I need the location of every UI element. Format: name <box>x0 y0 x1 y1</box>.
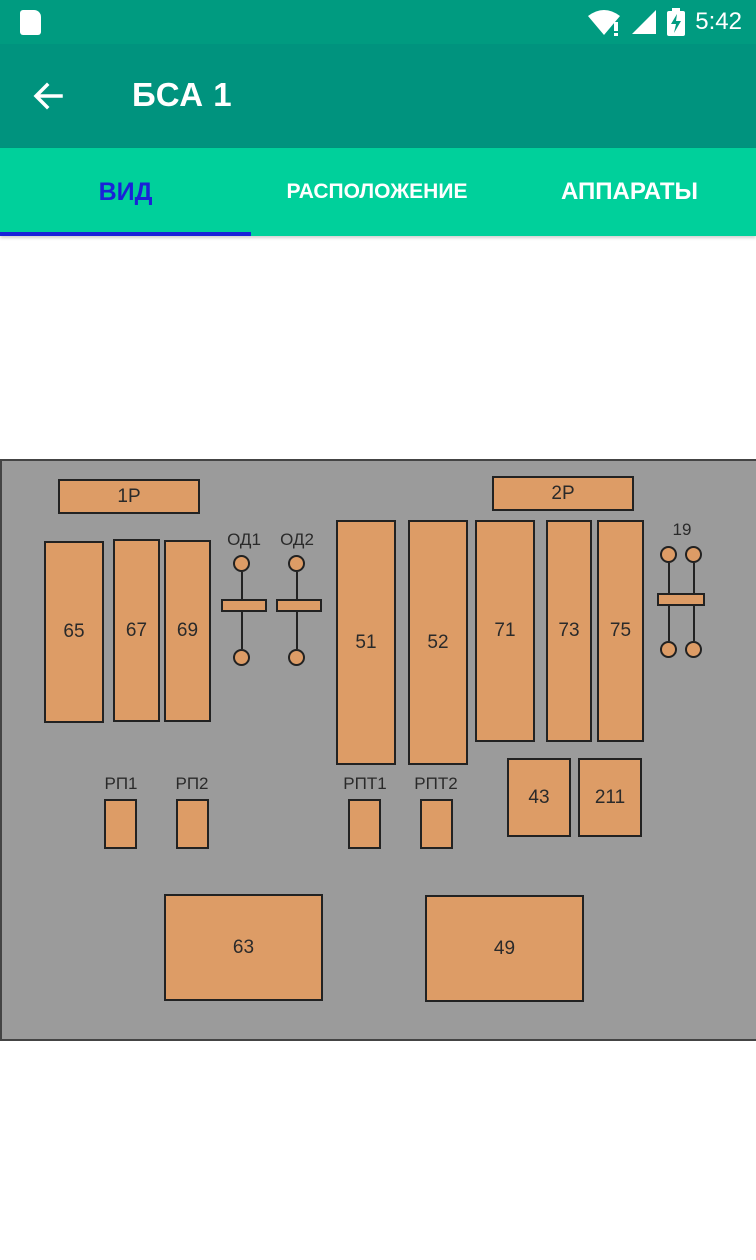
cell-signal-icon <box>632 10 657 34</box>
label-od1: ОД1 <box>227 530 261 549</box>
block-49[interactable]: 49 <box>425 895 584 1002</box>
block-69[interactable]: 69 <box>164 540 211 722</box>
od1-terminal-icon <box>233 649 250 666</box>
equipment-diagram: 1Р 2Р 65 67 69 ОД1 ОД2 51 52 71 73 75 19… <box>0 459 756 1041</box>
block-71[interactable]: 71 <box>475 520 535 742</box>
block-label: 75 <box>609 620 632 641</box>
tab-vid[interactable]: ВИД <box>0 148 251 236</box>
block-label: 211 <box>594 786 626 808</box>
status-bar: 5:42 <box>0 0 756 44</box>
tab-label: ВИД <box>98 177 153 206</box>
block-51[interactable]: 51 <box>336 520 396 765</box>
label-rp2: РП2 <box>175 774 209 793</box>
switch-19-terminal-icon <box>685 641 702 658</box>
sd-card-icon <box>20 10 41 35</box>
block-label: 73 <box>558 620 580 641</box>
od2-terminal-icon <box>288 649 305 666</box>
block-label: 2Р <box>551 482 575 504</box>
od2-terminal-icon <box>288 555 305 572</box>
tab-indicator <box>0 232 251 236</box>
tab-apparaty[interactable]: АППАРАТЫ <box>503 148 756 236</box>
tab-label: РАСПОЛОЖЕНИЕ <box>286 180 468 203</box>
block-label: 51 <box>355 631 377 653</box>
status-icons: 5:42 <box>587 0 742 44</box>
block-52[interactable]: 52 <box>408 520 468 765</box>
block-label: 71 <box>494 620 516 641</box>
block-75[interactable]: 75 <box>597 520 644 742</box>
od2-switch[interactable] <box>276 599 322 612</box>
block-67[interactable]: 67 <box>113 539 160 722</box>
label-rpt2: РПТ2 <box>414 774 458 793</box>
battery-icon <box>667 8 686 36</box>
block-63[interactable]: 63 <box>164 894 323 1001</box>
block-43[interactable]: 43 <box>507 758 571 837</box>
block-211[interactable]: 211 <box>578 758 642 837</box>
switch-19-terminal-icon <box>660 641 677 658</box>
back-button[interactable] <box>22 72 74 120</box>
page-title: БСА 1 <box>132 76 233 113</box>
block-label: 1Р <box>117 485 141 507</box>
od1-switch[interactable] <box>221 599 267 612</box>
block-rpt1[interactable] <box>348 799 381 849</box>
label-rp1: РП1 <box>104 774 138 793</box>
arrow-left-icon <box>33 82 63 110</box>
block-label: 43 <box>528 786 550 808</box>
block-rpt2[interactable] <box>420 799 453 849</box>
switch-19-terminal-icon <box>685 546 702 563</box>
block-label: 69 <box>176 620 199 641</box>
app-bar: БСА 1 <box>0 44 756 148</box>
block-label: 63 <box>232 936 255 958</box>
label-rpt1: РПТ1 <box>343 774 387 793</box>
block-label: 67 <box>125 619 148 641</box>
block-2r[interactable]: 2Р <box>492 476 634 511</box>
switch-19[interactable] <box>657 593 705 606</box>
block-rp1[interactable] <box>104 799 137 849</box>
block-1r[interactable]: 1Р <box>58 479 200 514</box>
block-label: 65 <box>63 621 85 642</box>
tab-label: АППАРАТЫ <box>560 178 699 205</box>
switch-19-terminal-icon <box>660 546 677 563</box>
block-65[interactable]: 65 <box>44 541 104 723</box>
block-73[interactable]: 73 <box>546 520 592 742</box>
block-label: 52 <box>427 631 449 653</box>
tab-bar: ВИД РАСПОЛОЖЕНИЕ АППАРАТЫ <box>0 148 756 236</box>
status-time: 5:42 <box>695 8 742 35</box>
label-od2: ОД2 <box>280 530 314 549</box>
label-19: 19 <box>672 520 692 539</box>
wifi-icon <box>588 10 621 36</box>
block-rp2[interactable] <box>176 799 209 849</box>
tab-raspolozhenie[interactable]: РАСПОЛОЖЕНИЕ <box>251 148 503 236</box>
od1-terminal-icon <box>233 555 250 572</box>
block-label: 49 <box>493 937 516 959</box>
